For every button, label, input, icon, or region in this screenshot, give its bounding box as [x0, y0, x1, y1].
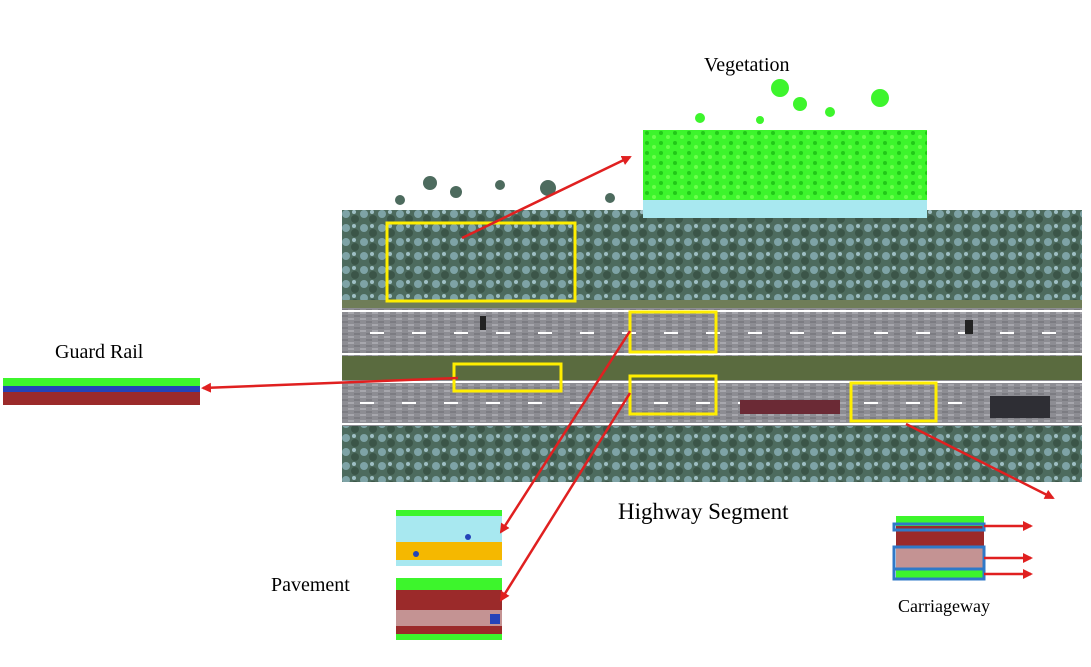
guard-rail-inset	[3, 378, 200, 405]
arrow-pavement-upper	[499, 330, 632, 534]
top-vegetation-band	[342, 210, 1082, 308]
pavement-inset-upper	[396, 510, 502, 566]
highway-pointcloud	[342, 176, 1082, 482]
vegetation-class-band	[643, 130, 927, 200]
arrow-carriageway	[905, 422, 1055, 500]
vegetation-inset	[643, 79, 927, 218]
highway-segment-label: Highway Segment	[618, 499, 789, 524]
scattered-tree-points	[395, 176, 615, 205]
guard-rail-vegetation-band	[3, 378, 200, 388]
bottom-vegetation-band	[342, 426, 1082, 482]
vehicle-points	[480, 316, 1050, 418]
arrow-vegetation	[461, 155, 632, 240]
pavement-label: Pavement	[271, 574, 350, 596]
arrow-pavement-lower	[499, 392, 632, 602]
vegetation-label: Vegetation	[704, 54, 790, 76]
guard-rail-carriageway-band	[3, 392, 200, 405]
vegetation-road-band	[643, 200, 927, 218]
arrow-guard-rail	[201, 376, 459, 393]
box-vegetation	[385, 221, 577, 303]
guard-rail-label: Guard Rail	[55, 341, 144, 363]
box-carriageway	[849, 381, 938, 423]
lane-markings	[342, 310, 1082, 425]
upper-road-shoulder	[342, 300, 1082, 310]
carriageway-inset	[892, 516, 986, 581]
guard-rail-marking-band	[3, 386, 200, 392]
pavement-inset-lower	[396, 578, 502, 640]
carriageway-label: Carriageway	[898, 596, 990, 616]
arrows	[201, 155, 1055, 602]
vegetation-scatter	[695, 79, 889, 124]
highlight-boxes	[385, 221, 938, 423]
